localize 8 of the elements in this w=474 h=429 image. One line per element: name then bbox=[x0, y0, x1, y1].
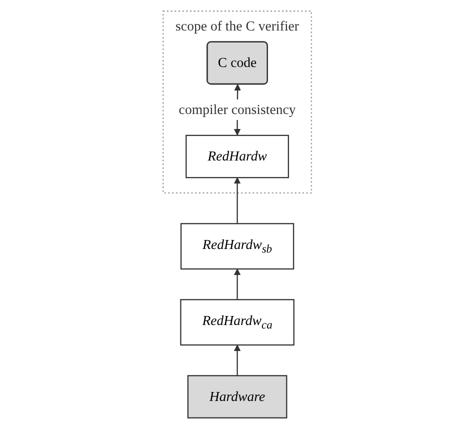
node-box: Hardware bbox=[187, 375, 287, 418]
node-box: RedHardw$_{sb}$ bbox=[180, 223, 294, 270]
arrow bbox=[234, 268, 240, 300]
edge-label: compiler consistency bbox=[178, 102, 296, 117]
node-box: RedHardw bbox=[185, 134, 289, 178]
arrow bbox=[234, 344, 240, 376]
arrow bbox=[234, 177, 240, 224]
node-box: RedHardw$_{ca}$ bbox=[180, 299, 294, 346]
